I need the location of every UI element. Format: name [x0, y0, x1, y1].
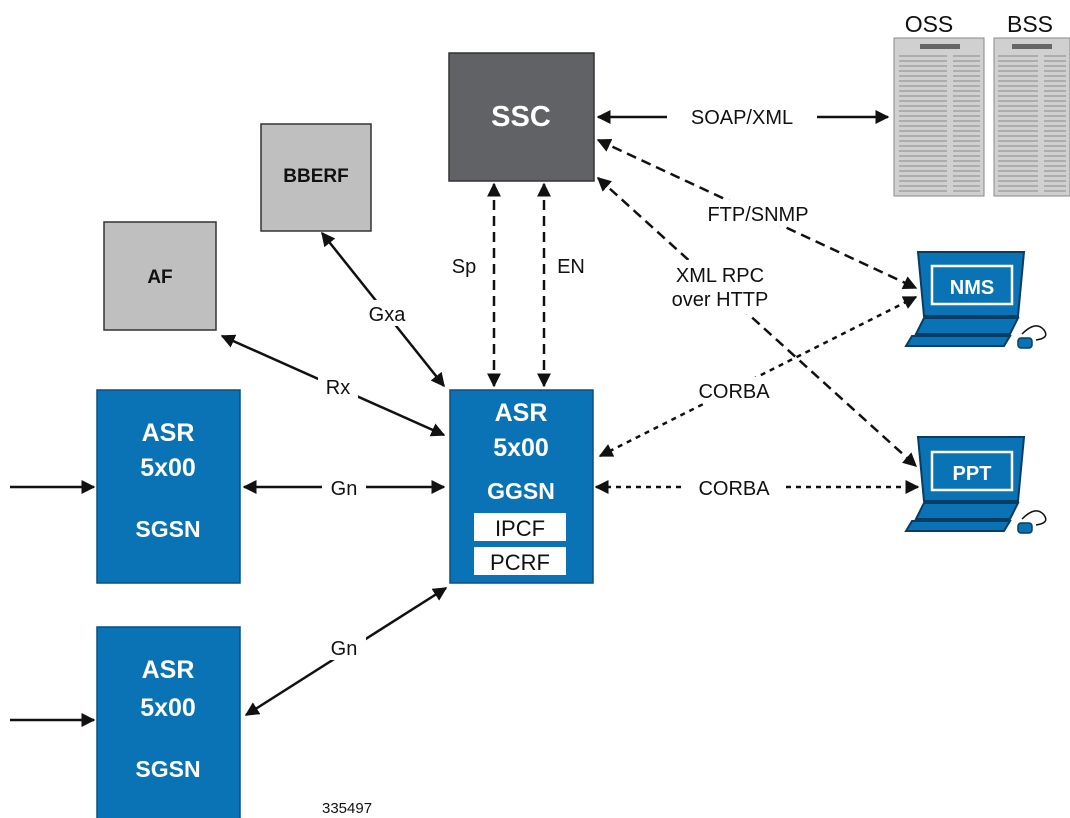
- edge-gn-bottom: Gn: [244, 586, 448, 717]
- sgsn-top-label-asr: ASR: [142, 419, 195, 447]
- ggsn-node: ASR 5x00 GGSN IPCF PCRF: [449, 389, 594, 584]
- ggsn-label-asr: ASR: [495, 399, 548, 427]
- bss-label: BSS: [1007, 11, 1053, 37]
- ssc-label: SSC: [491, 101, 551, 133]
- ggsn-label-model: 5x00: [493, 434, 549, 462]
- sgsn-bottom-label-role: SGSN: [135, 756, 200, 782]
- sgsn-bottom-label-model: 5x00: [140, 694, 196, 722]
- edge-label-corba-nms: CORBA: [698, 381, 770, 403]
- oss-label: OSS: [905, 11, 954, 37]
- bberf-node: BBERF: [260, 123, 372, 232]
- bss-rack-lines: [998, 55, 1066, 192]
- edge-label-gxa: Gxa: [369, 304, 407, 326]
- edge-gxa: Gxa: [321, 231, 445, 388]
- edge-rx: Rx: [220, 334, 446, 437]
- sgsn-top-label-model: 5x00: [140, 454, 196, 482]
- edge-corba-ppt: CORBA: [594, 474, 920, 500]
- sgsn-bottom-label-asr: ASR: [142, 656, 195, 684]
- sgsn-top-label-role: SGSN: [135, 516, 200, 542]
- edge-soap-xml: SOAP/XML: [596, 103, 890, 131]
- ppt-workstation-icon: PPT: [904, 436, 1047, 534]
- oss-server-icon: OSS: [893, 11, 985, 197]
- edge-label-soap-xml: SOAP/XML: [691, 107, 793, 129]
- edge-label-xml-rpc: XML RPC: [676, 265, 764, 287]
- edge-en: EN: [537, 182, 591, 388]
- sgsn-top-node: ASR 5x00 SGSN: [96, 389, 241, 584]
- ssc-node: SSC: [448, 52, 595, 182]
- sgsn-bottom-node: ASR 5x00 SGSN: [96, 626, 241, 818]
- bss-server-icon: BSS: [993, 11, 1070, 197]
- edge-label-gn-top: Gn: [331, 478, 358, 500]
- oss-rack-lines: [899, 55, 980, 192]
- edge-sp: Sp: [446, 182, 501, 388]
- bberf-label: BBERF: [283, 166, 348, 187]
- edge-label-rx: Rx: [326, 377, 350, 399]
- ggsn-ipcf-label: IPCF: [495, 516, 545, 541]
- af-label: AF: [147, 267, 172, 288]
- edge-label-sp: Sp: [452, 256, 476, 278]
- nms-workstation-icon: NMS: [904, 251, 1047, 349]
- edge-label-over-http: over HTTP: [672, 289, 769, 311]
- edge-label-corba-ppt: CORBA: [698, 478, 770, 500]
- edge-corba-nms: CORBA: [598, 295, 918, 458]
- edge-label-ftp-snmp: FTP/SNMP: [707, 204, 808, 226]
- nms-label: NMS: [950, 277, 994, 299]
- figure-id: 335497: [322, 800, 372, 817]
- ppt-label: PPT: [953, 463, 992, 485]
- edge-label-en: EN: [557, 256, 585, 278]
- af-node: AF: [103, 221, 217, 331]
- edge-gn-top: Gn: [242, 474, 446, 500]
- edge-label-gn-bottom: Gn: [331, 638, 358, 660]
- ggsn-pcrf-label: PCRF: [490, 550, 550, 575]
- ggsn-label-role: GGSN: [487, 478, 555, 504]
